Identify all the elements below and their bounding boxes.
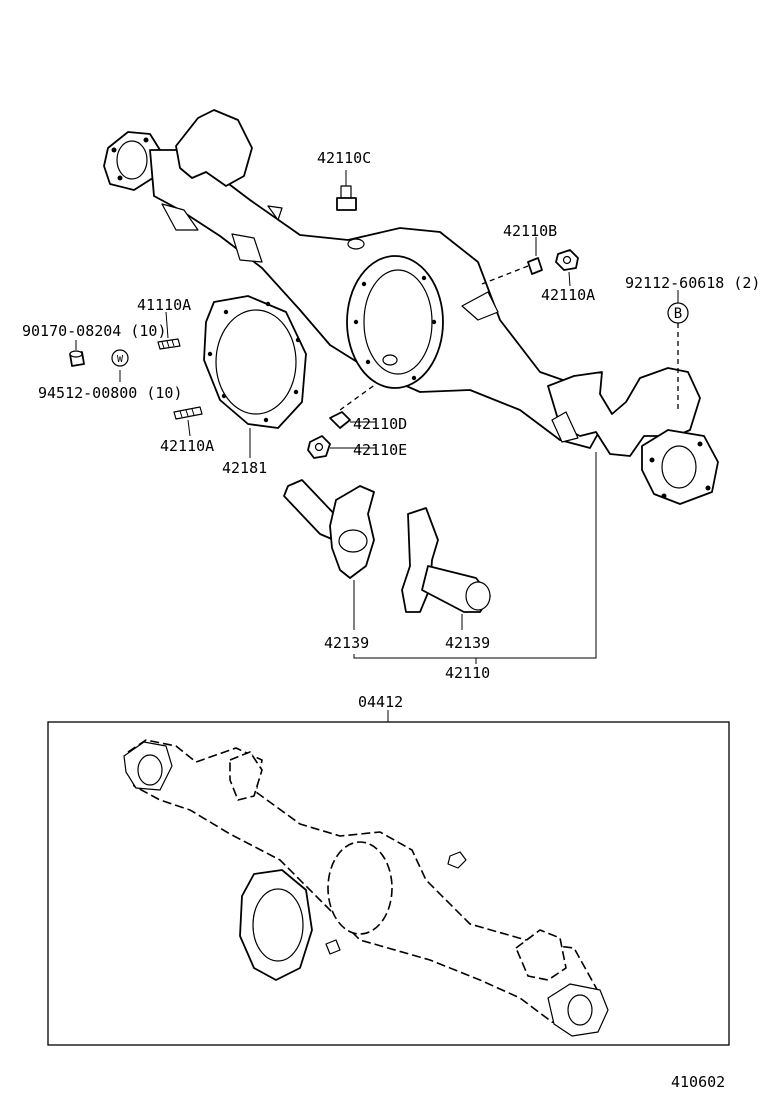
label-42110: 42110 — [445, 664, 490, 682]
label-42139-right: 42139 — [445, 634, 490, 652]
washer-42110b — [527, 257, 543, 275]
w-marker-text: W — [117, 354, 124, 365]
breather-plug-42110c — [336, 170, 357, 211]
stud-41110a — [157, 338, 181, 350]
nut-90170 — [69, 350, 85, 367]
label-42110a-nut: 42110A — [541, 286, 595, 304]
b-marker: B — [667, 302, 689, 324]
label-41110a: 41110A — [137, 296, 191, 314]
spring-seat-42139-left — [283, 479, 375, 579]
label-94512: 94512-00800 (10) — [38, 384, 183, 402]
leader-lines — [75, 237, 679, 722]
label-42110b: 42110B — [503, 222, 557, 240]
label-90170: 90170-08204 (10) — [22, 322, 167, 340]
label-42110d: 42110D — [353, 415, 407, 433]
label-42181: 42181 — [222, 459, 267, 477]
spring-seat-42139-right — [401, 507, 491, 613]
w-marker: W — [111, 349, 129, 367]
label-42110a-stud: 42110A — [160, 437, 214, 455]
figure-number: 410602 — [671, 1073, 725, 1091]
label-92112: 92112-60618 (2) — [625, 274, 760, 292]
axle-housing-main — [103, 109, 719, 505]
label-42110e: 42110E — [353, 441, 407, 459]
gasket-42181 — [203, 295, 307, 429]
label-42139-left: 42139 — [324, 634, 369, 652]
kit-box-04412 — [47, 721, 730, 1046]
label-04412: 04412 — [358, 693, 403, 711]
washer-42110d — [329, 411, 351, 429]
stud-42110a-left — [173, 406, 203, 420]
plug-42110e — [307, 435, 331, 459]
label-42110c: 42110C — [317, 149, 371, 167]
nut-42110a-right — [555, 249, 579, 271]
b-marker-text: B — [674, 306, 682, 322]
